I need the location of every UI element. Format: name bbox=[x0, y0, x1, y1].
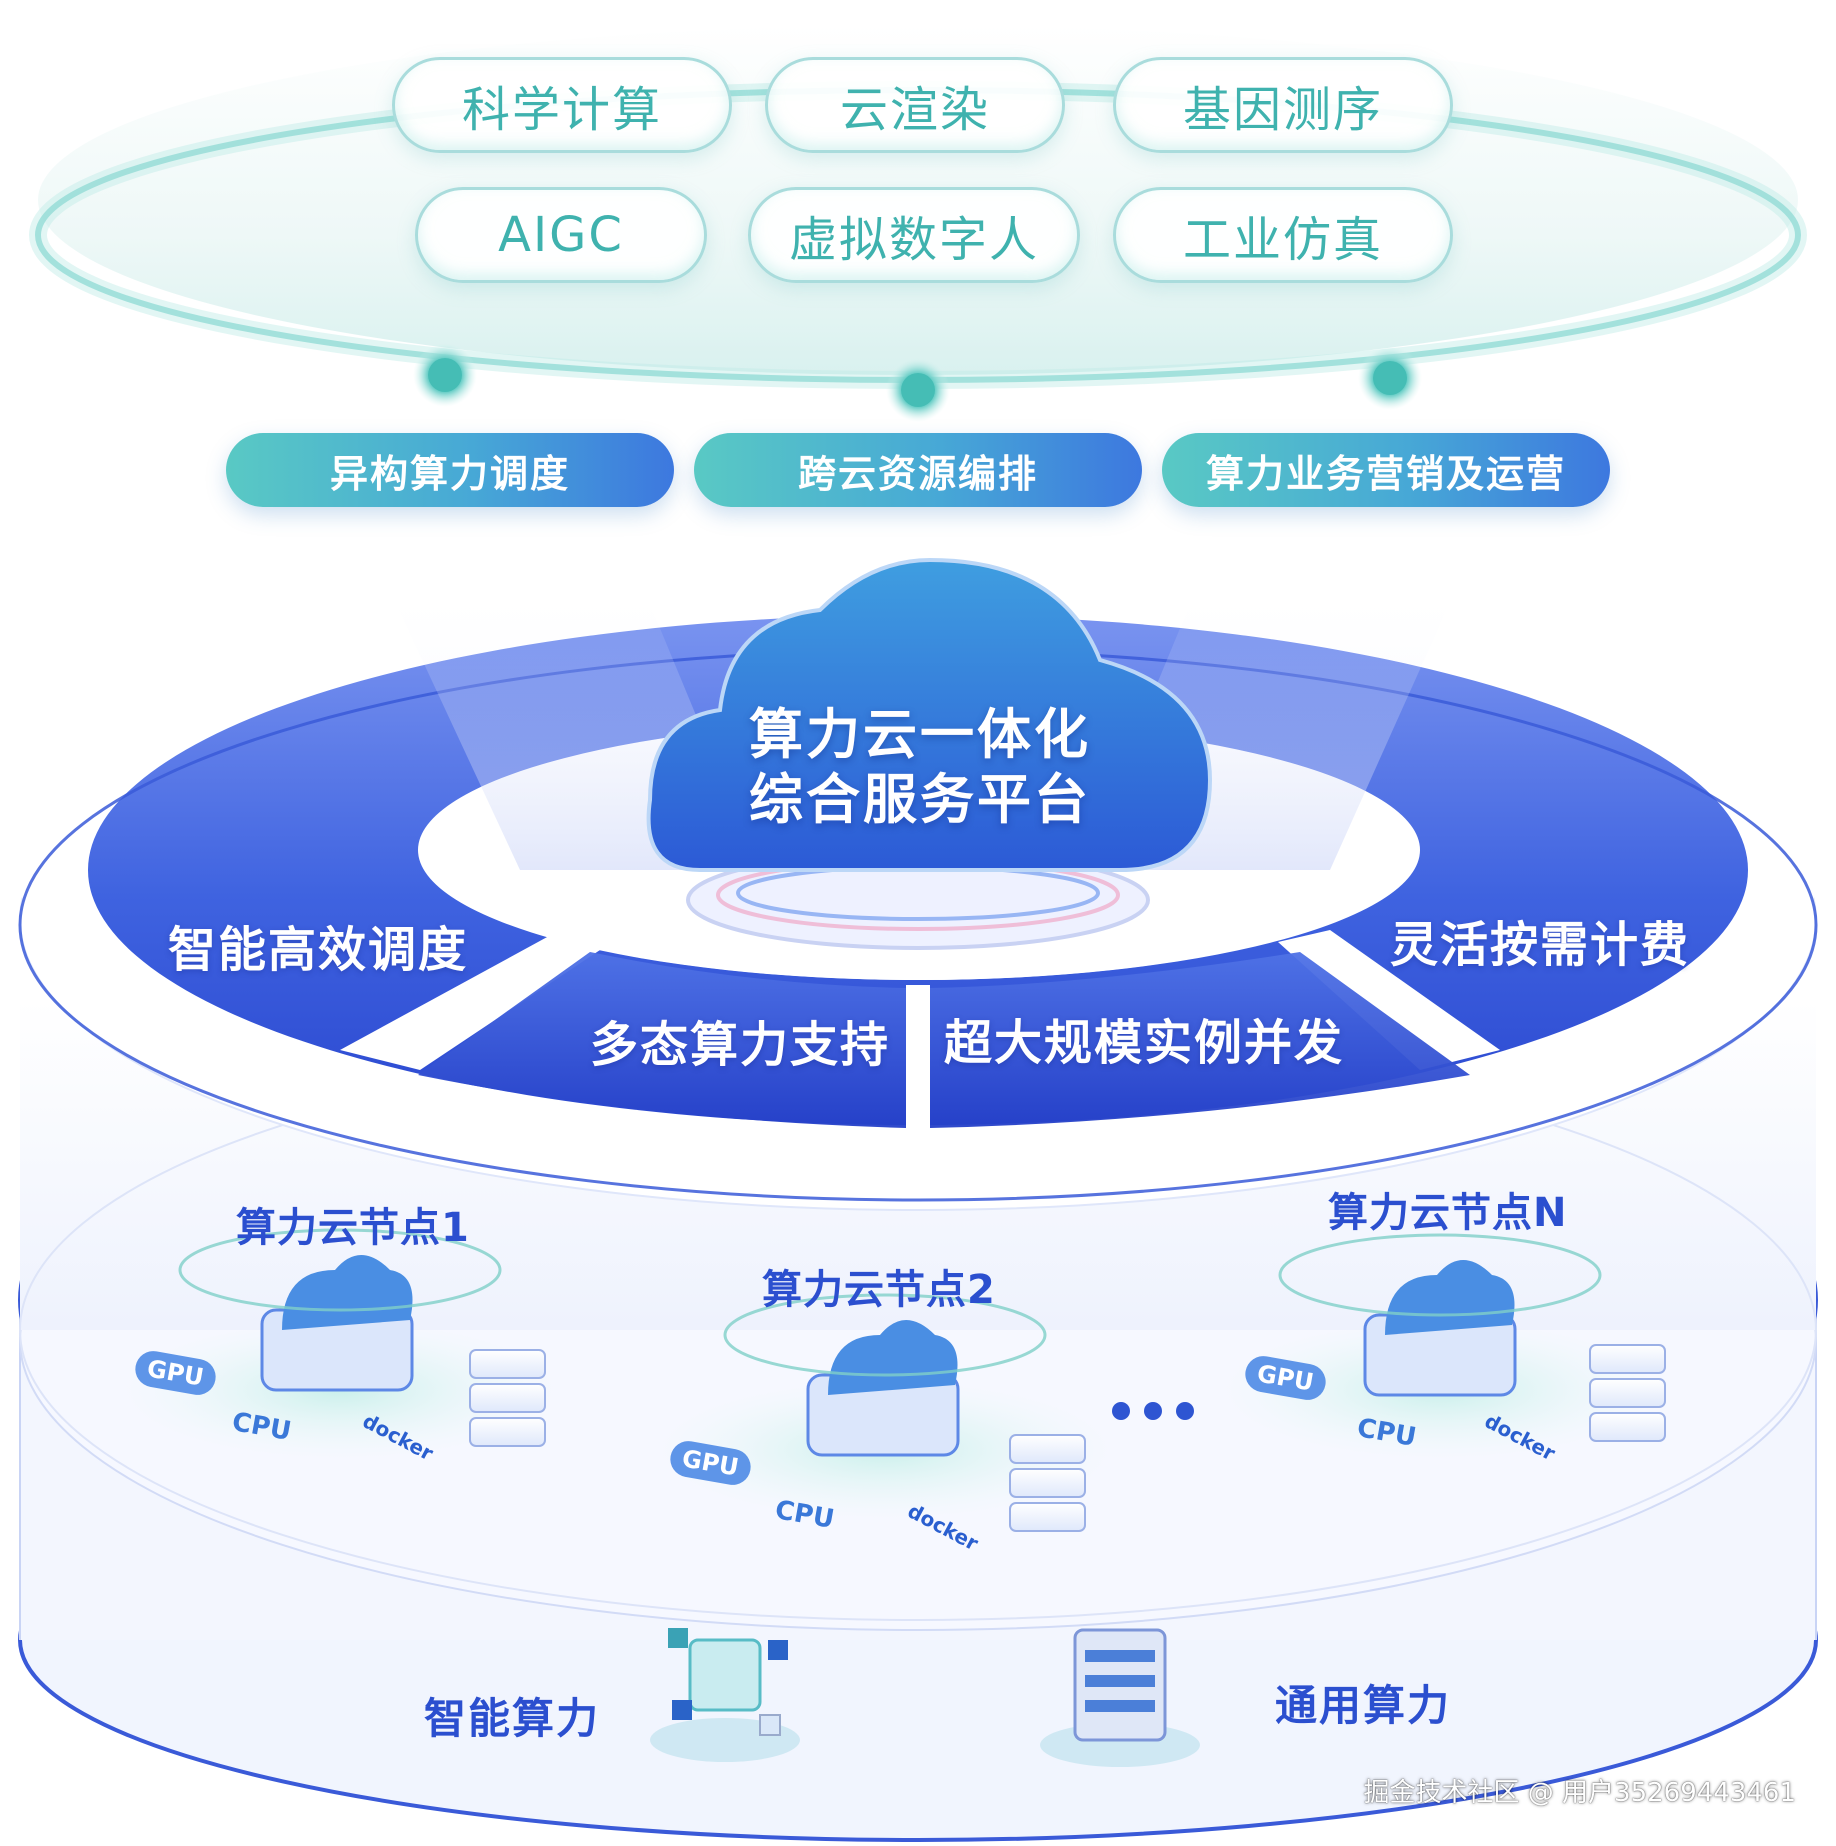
connector-dots bbox=[413, 343, 1422, 422]
capability-cross-cloud-orchestration: 跨云资源编排 bbox=[694, 433, 1142, 507]
capability-heterogeneous-scheduling: 异构算力调度 bbox=[226, 433, 674, 507]
app-pill-aigc: AIGC bbox=[415, 187, 707, 283]
node-title-1: 算力云节点1 bbox=[236, 1205, 470, 1251]
app-pill-industrial-simulation: 工业仿真 bbox=[1113, 187, 1453, 283]
more-nodes-ellipsis bbox=[1112, 1402, 1208, 1424]
intelligent-compute-icon bbox=[650, 1628, 800, 1762]
node-n-illustration bbox=[1220, 1233, 1660, 1460]
node-1-illustration bbox=[120, 1228, 560, 1460]
general-compute-label: 通用算力 bbox=[1275, 1681, 1452, 1730]
feature-massive-concurrency: 超大规模实例并发 bbox=[944, 1015, 1345, 1071]
node-cloud-icon bbox=[828, 1320, 958, 1395]
platform-title-line2: 综合服务平台 bbox=[749, 768, 1091, 831]
node-2-illustration bbox=[655, 1293, 1115, 1520]
app-pill-scientific-computing: 科学计算 bbox=[392, 57, 732, 153]
node-title-2: 算力云节点2 bbox=[762, 1267, 996, 1313]
app-pill-virtual-human: 虚拟数字人 bbox=[748, 187, 1080, 283]
feature-smart-scheduling: 智能高效调度 bbox=[168, 922, 469, 978]
ellipsis-dot bbox=[1112, 1402, 1130, 1420]
node-title-n: 算力云节点N bbox=[1328, 1190, 1568, 1236]
ellipsis-dot bbox=[1144, 1402, 1162, 1420]
platform-title-line1: 算力云一体化 bbox=[749, 703, 1091, 766]
watermark: 掘金技术社区 @ 用户35269443461 bbox=[1363, 1778, 1797, 1808]
app-pill-cloud-rendering: 云渲染 bbox=[765, 57, 1065, 153]
intelligent-compute-label: 智能算力 bbox=[424, 1694, 601, 1743]
ellipsis-dot bbox=[1176, 1402, 1194, 1420]
node-cloud-icon bbox=[282, 1255, 413, 1330]
feature-flexible-billing: 灵活按需计费 bbox=[1390, 917, 1691, 973]
app-pill-gene-sequencing: 基因测序 bbox=[1113, 57, 1453, 153]
capability-marketing-operations: 算力业务营销及运营 bbox=[1162, 433, 1610, 507]
server-stack-icons bbox=[469, 1344, 1666, 1532]
node-cloud-icon bbox=[1385, 1260, 1515, 1335]
general-compute-icon bbox=[1040, 1628, 1200, 1767]
feature-multi-compute: 多态算力支持 bbox=[590, 1017, 891, 1073]
platform-cloud-icon bbox=[646, 557, 1213, 872]
